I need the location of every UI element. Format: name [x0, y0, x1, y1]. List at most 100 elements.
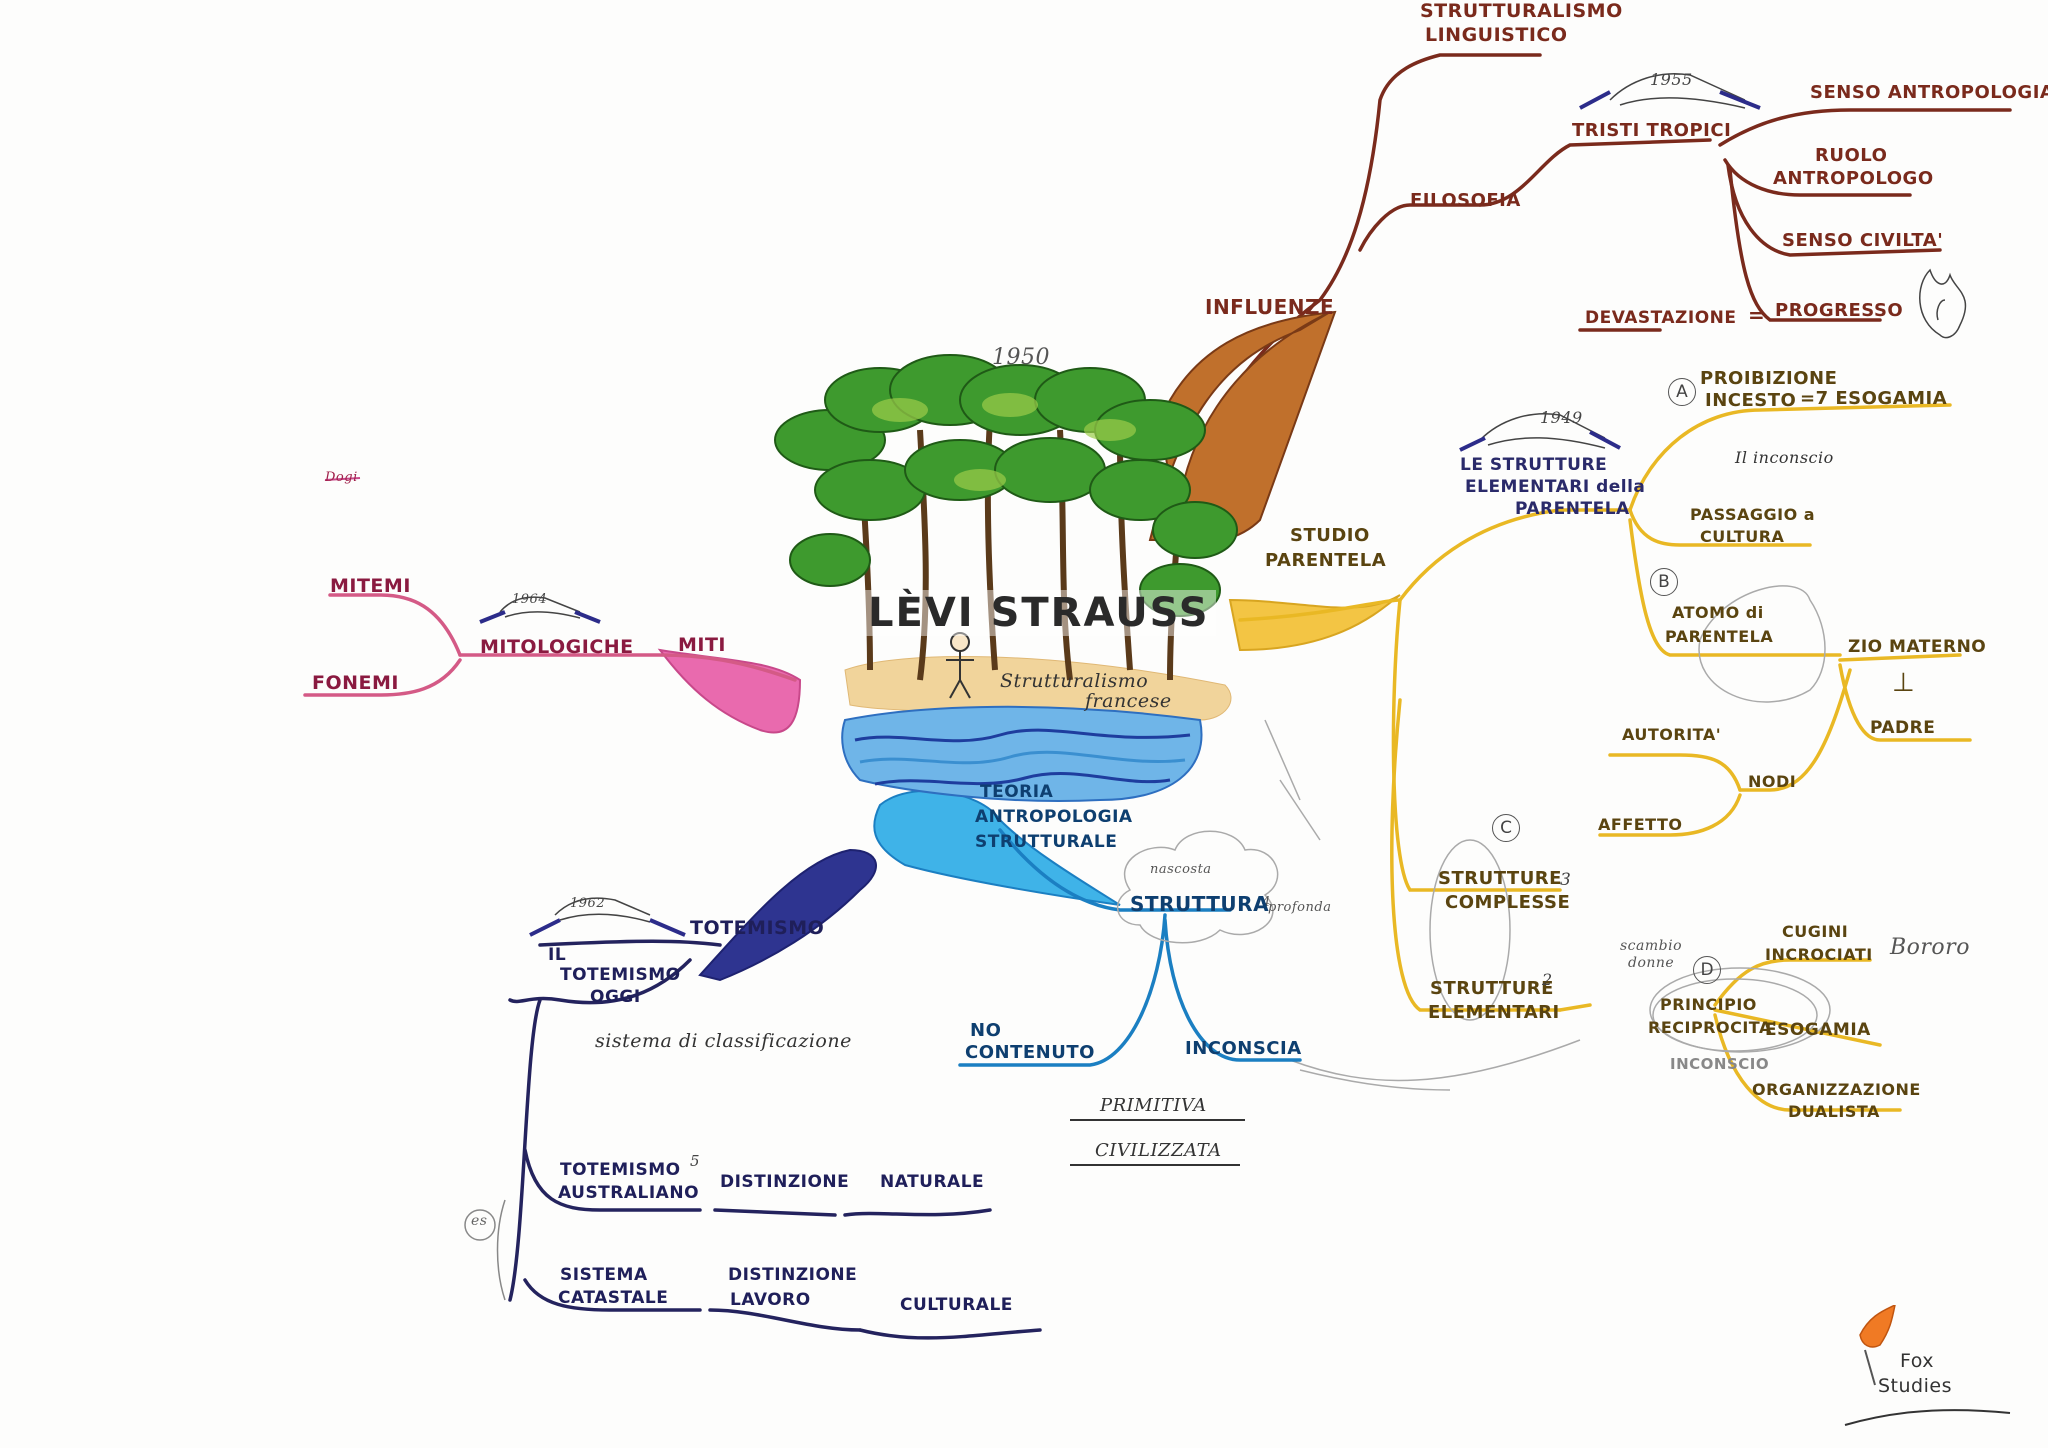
culturale-label: CULTURALE: [900, 1295, 1013, 1315]
padre-label: PADRE: [1870, 718, 1936, 738]
branch-line-naturale: [843, 1208, 992, 1217]
branch-line-passaggio: [1628, 508, 1812, 547]
subtitle-line1: Strutturalismo: [1000, 670, 1149, 692]
passaggio-line1: PASSAGGIO a: [1690, 505, 1816, 524]
branch-line-complesse: [1391, 598, 1562, 892]
proibizione-line1: PROIBIZIONE: [1700, 368, 1838, 389]
es-bracket: [464, 1199, 506, 1301]
branch-line-filosofia: [1358, 203, 1482, 252]
oggi-line2: TOTEMISMO: [560, 965, 681, 985]
senso-civilta-label: SENSO CIVILTA': [1782, 230, 1944, 251]
parentela-book-year: 1949: [1540, 408, 1583, 427]
note-line: [324, 477, 361, 481]
book-line1: LE STRUTTURE: [1460, 455, 1608, 475]
totemismo-book-year: 1962: [570, 896, 606, 911]
ruolo-line1: RUOLO: [1815, 145, 1888, 166]
mitemi-label: MITEMI: [330, 575, 411, 597]
inconscio-note: Il inconscio: [1735, 448, 1834, 467]
branch-line-studio: [1238, 598, 1402, 622]
totemism-root-shape: [698, 848, 877, 982]
year-label: 1950: [992, 345, 1050, 370]
atomo-line2: PARENTELA: [1665, 627, 1774, 646]
branch-line-inconscia: [1163, 918, 1302, 1062]
strutturalismo-line1: STRUTTURALISMO: [1420, 0, 1623, 22]
catastale-line2: CATASTALE: [558, 1288, 669, 1308]
scambio-note-line1: scambio: [1620, 938, 1683, 954]
fox-studies-logo: Fox Studies: [1840, 1303, 2015, 1435]
studio-line2: PARENTELA: [1265, 550, 1387, 571]
distinzione-lavoro-line2: LAVORO: [730, 1290, 811, 1310]
filosofia-label: FILOSOFIA: [1410, 190, 1521, 211]
tristi-tropici-label: TRISTI TROPICI: [1572, 120, 1732, 141]
distinzione-lavoro-line1: DISTINZIONE: [728, 1265, 858, 1285]
branch-line-esogamia: [1713, 1008, 1882, 1047]
mitologiche-book-year: 1964: [512, 592, 548, 607]
tristi-book-year: 1955: [1650, 70, 1693, 89]
branch-line-struttura: [998, 828, 1232, 912]
studio-line1: STUDIO: [1290, 525, 1370, 546]
struttura-label: STRUTTURA: [1130, 892, 1270, 916]
branch-line-lavoro: [708, 1308, 862, 1332]
branch-line-no-contenuto: [958, 913, 1167, 1067]
totemismo-label: TOTEMISMO: [690, 917, 825, 939]
book-icon-mitologiche: [479, 596, 601, 624]
complesse-line2: COMPLESSE: [1445, 892, 1571, 913]
branch-line-progresso: [1728, 168, 1882, 322]
branch-line-australiano: [523, 1148, 702, 1212]
branch-line-es: [508, 998, 542, 1302]
principio-line1: PRINCIPIO: [1660, 995, 1757, 1014]
totemism-branch: [508, 939, 1042, 1340]
organizzazione-line1: ORGANIZZAZIONE: [1752, 1080, 1921, 1099]
branch-line-totemismo: [538, 939, 722, 947]
atomo-line1: ATOMO di: [1672, 603, 1764, 622]
autorita-label: AUTORITA': [1622, 725, 1722, 744]
principio-line2: RECIPROCITA': [1648, 1018, 1778, 1037]
structure-pencil-marks: [1116, 719, 1451, 1091]
stick-figure-icon: [946, 632, 974, 699]
subtitle-line2: francese: [1085, 690, 1172, 712]
book-line2: ELEMENTARI della: [1465, 477, 1646, 497]
branch-line-catastale: [523, 1278, 702, 1312]
page-title: LÈVI STRAUSS: [862, 590, 1216, 636]
branch-line-ruolo: [1723, 158, 1912, 197]
branch-line-tristi: [1478, 138, 1712, 207]
primitiva-label: PRIMITIVA: [1100, 1095, 1207, 1116]
brand-line2: Studies: [1878, 1375, 1952, 1397]
island-illustration: [774, 354, 1238, 802]
teoria-line2: ANTROPOLOGIA: [975, 807, 1133, 827]
letter-d-badge: D: [1693, 956, 1721, 984]
cloud-note-2: profonda: [1268, 900, 1332, 915]
perpendicular-symbol: ⊥: [1892, 668, 1916, 698]
flame-icon: [1919, 268, 1967, 339]
inconscia-label: INCONSCIA: [1185, 1038, 1302, 1059]
branch-line-cugini: [1713, 958, 1872, 1007]
progresso-label: PROGRESSO: [1775, 300, 1904, 321]
teoria-line3: STRUTTURALE: [975, 832, 1118, 852]
civilization-lines: [1070, 1119, 1245, 1166]
book-icon-tristi: [1579, 73, 1761, 110]
branch-line-zio: [1838, 653, 1962, 662]
no-contenuto-line1: NO: [970, 1020, 1002, 1041]
branch-line-affetto: [1598, 793, 1742, 837]
cugini-line2: INCROCIATI: [1765, 945, 1873, 964]
brand-line1: Fox: [1900, 1350, 1935, 1372]
mitologiche-label: MITOLOGICHE: [480, 636, 634, 658]
complesse-line1: STRUTTURE: [1438, 868, 1562, 889]
cugini-line1: CUGINI: [1782, 922, 1849, 941]
scambio-note-line2: donne: [1628, 955, 1675, 971]
oggi-line1: IL: [548, 945, 567, 965]
es-label: es: [471, 1213, 488, 1229]
branch-line-distinzione: [713, 1208, 837, 1217]
complesse-number: 3: [1560, 870, 1572, 890]
distinzione-label: DISTINZIONE: [720, 1172, 850, 1192]
ruolo-line2: ANTROPOLOGO: [1773, 168, 1934, 189]
australiano-line1: TOTEMISMO: [560, 1160, 681, 1180]
oggi-line3: OGGI: [590, 987, 641, 1007]
branch-line-elementari: [1390, 698, 1562, 1012]
naturale-label: NATURALE: [880, 1172, 985, 1192]
australiano-line2: AUSTRALIANO: [558, 1183, 700, 1203]
book-icon-parentela: [1459, 413, 1621, 452]
fox-logo-icon: [1844, 1303, 2011, 1426]
kinship-pencil-marks: [1289, 585, 1831, 1082]
